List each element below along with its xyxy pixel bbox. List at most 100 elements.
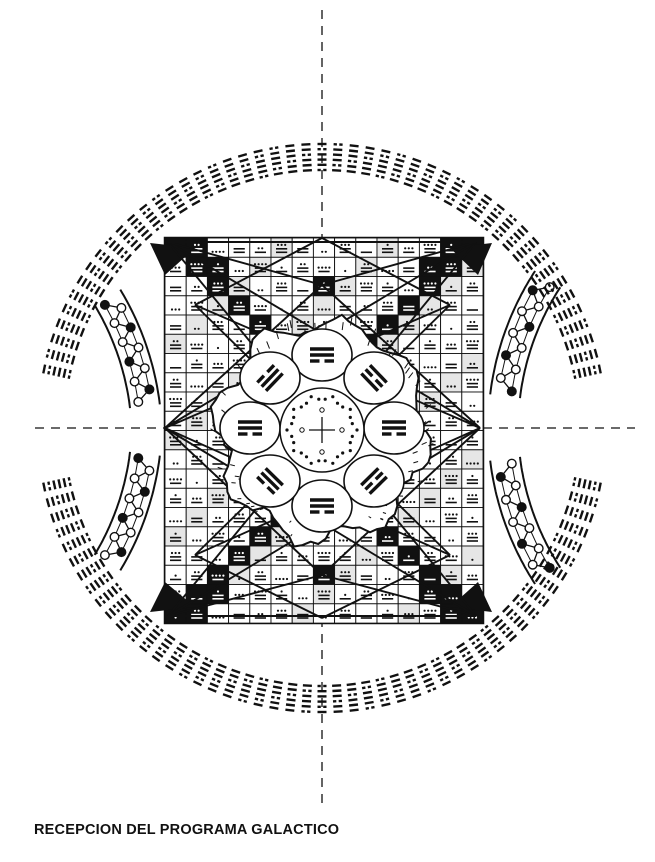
number-dot: [429, 520, 431, 522]
number-dot: [238, 270, 240, 272]
hexagram-dash: [226, 169, 235, 172]
number-dot: [429, 340, 431, 342]
hexagram-dash: [104, 256, 110, 263]
hexagram-dash: [132, 639, 135, 641]
number-dot: [217, 347, 219, 349]
hexagram-dash: [43, 483, 45, 492]
hexagram-dash: [390, 179, 399, 182]
core-dot: [320, 408, 324, 412]
number-dot: [198, 328, 200, 330]
grid-cell: [462, 373, 483, 392]
hexagram-dash: [246, 179, 255, 182]
number-dot: [258, 263, 260, 265]
number-dot: [304, 263, 306, 265]
hexagram-dash: [255, 157, 258, 158]
hexagram-dash: [171, 195, 179, 200]
number-dot: [470, 282, 472, 284]
hexagram-dash: [594, 487, 595, 490]
hexagram-dash: [63, 544, 67, 552]
hexagram-dash: [407, 174, 410, 175]
number-dot: [178, 267, 180, 269]
hexagram-dash: [285, 145, 294, 146]
number-dot: [277, 610, 279, 612]
number-dot: [390, 340, 392, 342]
hexagram-dash: [150, 217, 157, 223]
number-dot: [286, 578, 288, 580]
hexagram-dash: [125, 255, 131, 262]
hexagram-dash: [443, 681, 451, 685]
number-dot: [275, 536, 277, 538]
number-dot: [388, 552, 390, 554]
grass-stroke: [418, 481, 423, 482]
number-dot: [212, 575, 214, 577]
network-node: [134, 508, 143, 517]
hexagram-dash: [113, 244, 119, 251]
hexagram-dash: [444, 201, 452, 205]
hexagram-dash: [240, 159, 249, 162]
hexagram-dash: [79, 295, 83, 303]
hexagram-dash: [579, 527, 582, 535]
grid-cell: [419, 334, 440, 353]
hexagram-dash: [156, 199, 163, 204]
hexagram-dash: [475, 643, 482, 648]
hexagram-dash: [210, 194, 213, 196]
hexagram-dash: [560, 328, 563, 336]
hexagram-dash: [77, 311, 81, 319]
hexagram-dash: [575, 354, 577, 363]
hexagram-dash: [496, 620, 503, 626]
hexagram-dash: [585, 335, 588, 344]
hexagram-dash: [57, 529, 58, 532]
hexagram-dash: [214, 674, 222, 678]
core-dot: [349, 408, 352, 411]
number-dot: [261, 263, 263, 265]
hexagram-dash: [99, 271, 104, 278]
hexagram-dash: [48, 349, 49, 352]
hexagram-dash: [376, 680, 379, 681]
number-dot: [404, 247, 406, 249]
hexagram-dash: [521, 624, 527, 631]
hexagram-dash: [579, 321, 582, 329]
hexagram-dash: [521, 602, 527, 609]
hexagram-dash: [413, 159, 421, 162]
hexagram-dash: [409, 169, 418, 172]
hexagram-dash: [380, 155, 383, 156]
number-dot: [408, 613, 410, 615]
core-dot: [340, 428, 344, 432]
hexagram-dash: [481, 629, 484, 631]
number-dot: [201, 385, 203, 387]
hexagram-dash: [573, 306, 574, 309]
hexagram-dash: [286, 151, 295, 152]
hexagram-dash: [72, 492, 74, 501]
number-dot: [277, 282, 279, 284]
hexagram-dash: [379, 160, 388, 162]
hexagram-dash: [563, 311, 567, 319]
number-dot: [387, 324, 389, 326]
hexagram-dash: [131, 631, 138, 637]
hexagram-dash: [521, 598, 523, 600]
hexagram-dash: [503, 606, 509, 612]
hexagram-dash: [552, 300, 556, 308]
number-dot: [381, 552, 383, 554]
number-dot: [221, 282, 223, 284]
hexagram-dash: [261, 155, 264, 156]
hexagram-dash: [208, 167, 211, 168]
core-dot: [310, 395, 313, 398]
hexagram-dash: [124, 233, 130, 239]
hexagram-dash: [377, 171, 386, 173]
core-dot: [292, 408, 295, 411]
hexagram-dash: [575, 311, 576, 314]
number-dot: [344, 610, 346, 612]
hexagram-dash: [527, 262, 533, 269]
hexagram-dash: [159, 647, 162, 649]
hexagram-dash: [503, 244, 509, 250]
number-dot: [450, 571, 452, 573]
hexagram-dash: [566, 292, 570, 300]
hexagram-dash: [590, 350, 592, 359]
hexagram-dash: [156, 652, 163, 657]
hexagram-dash: [82, 535, 86, 543]
core-dot: [324, 459, 327, 462]
hexagram-dash: [74, 292, 78, 300]
network-node: [497, 374, 506, 383]
number-dot: [198, 263, 200, 265]
number-dot: [364, 263, 366, 265]
